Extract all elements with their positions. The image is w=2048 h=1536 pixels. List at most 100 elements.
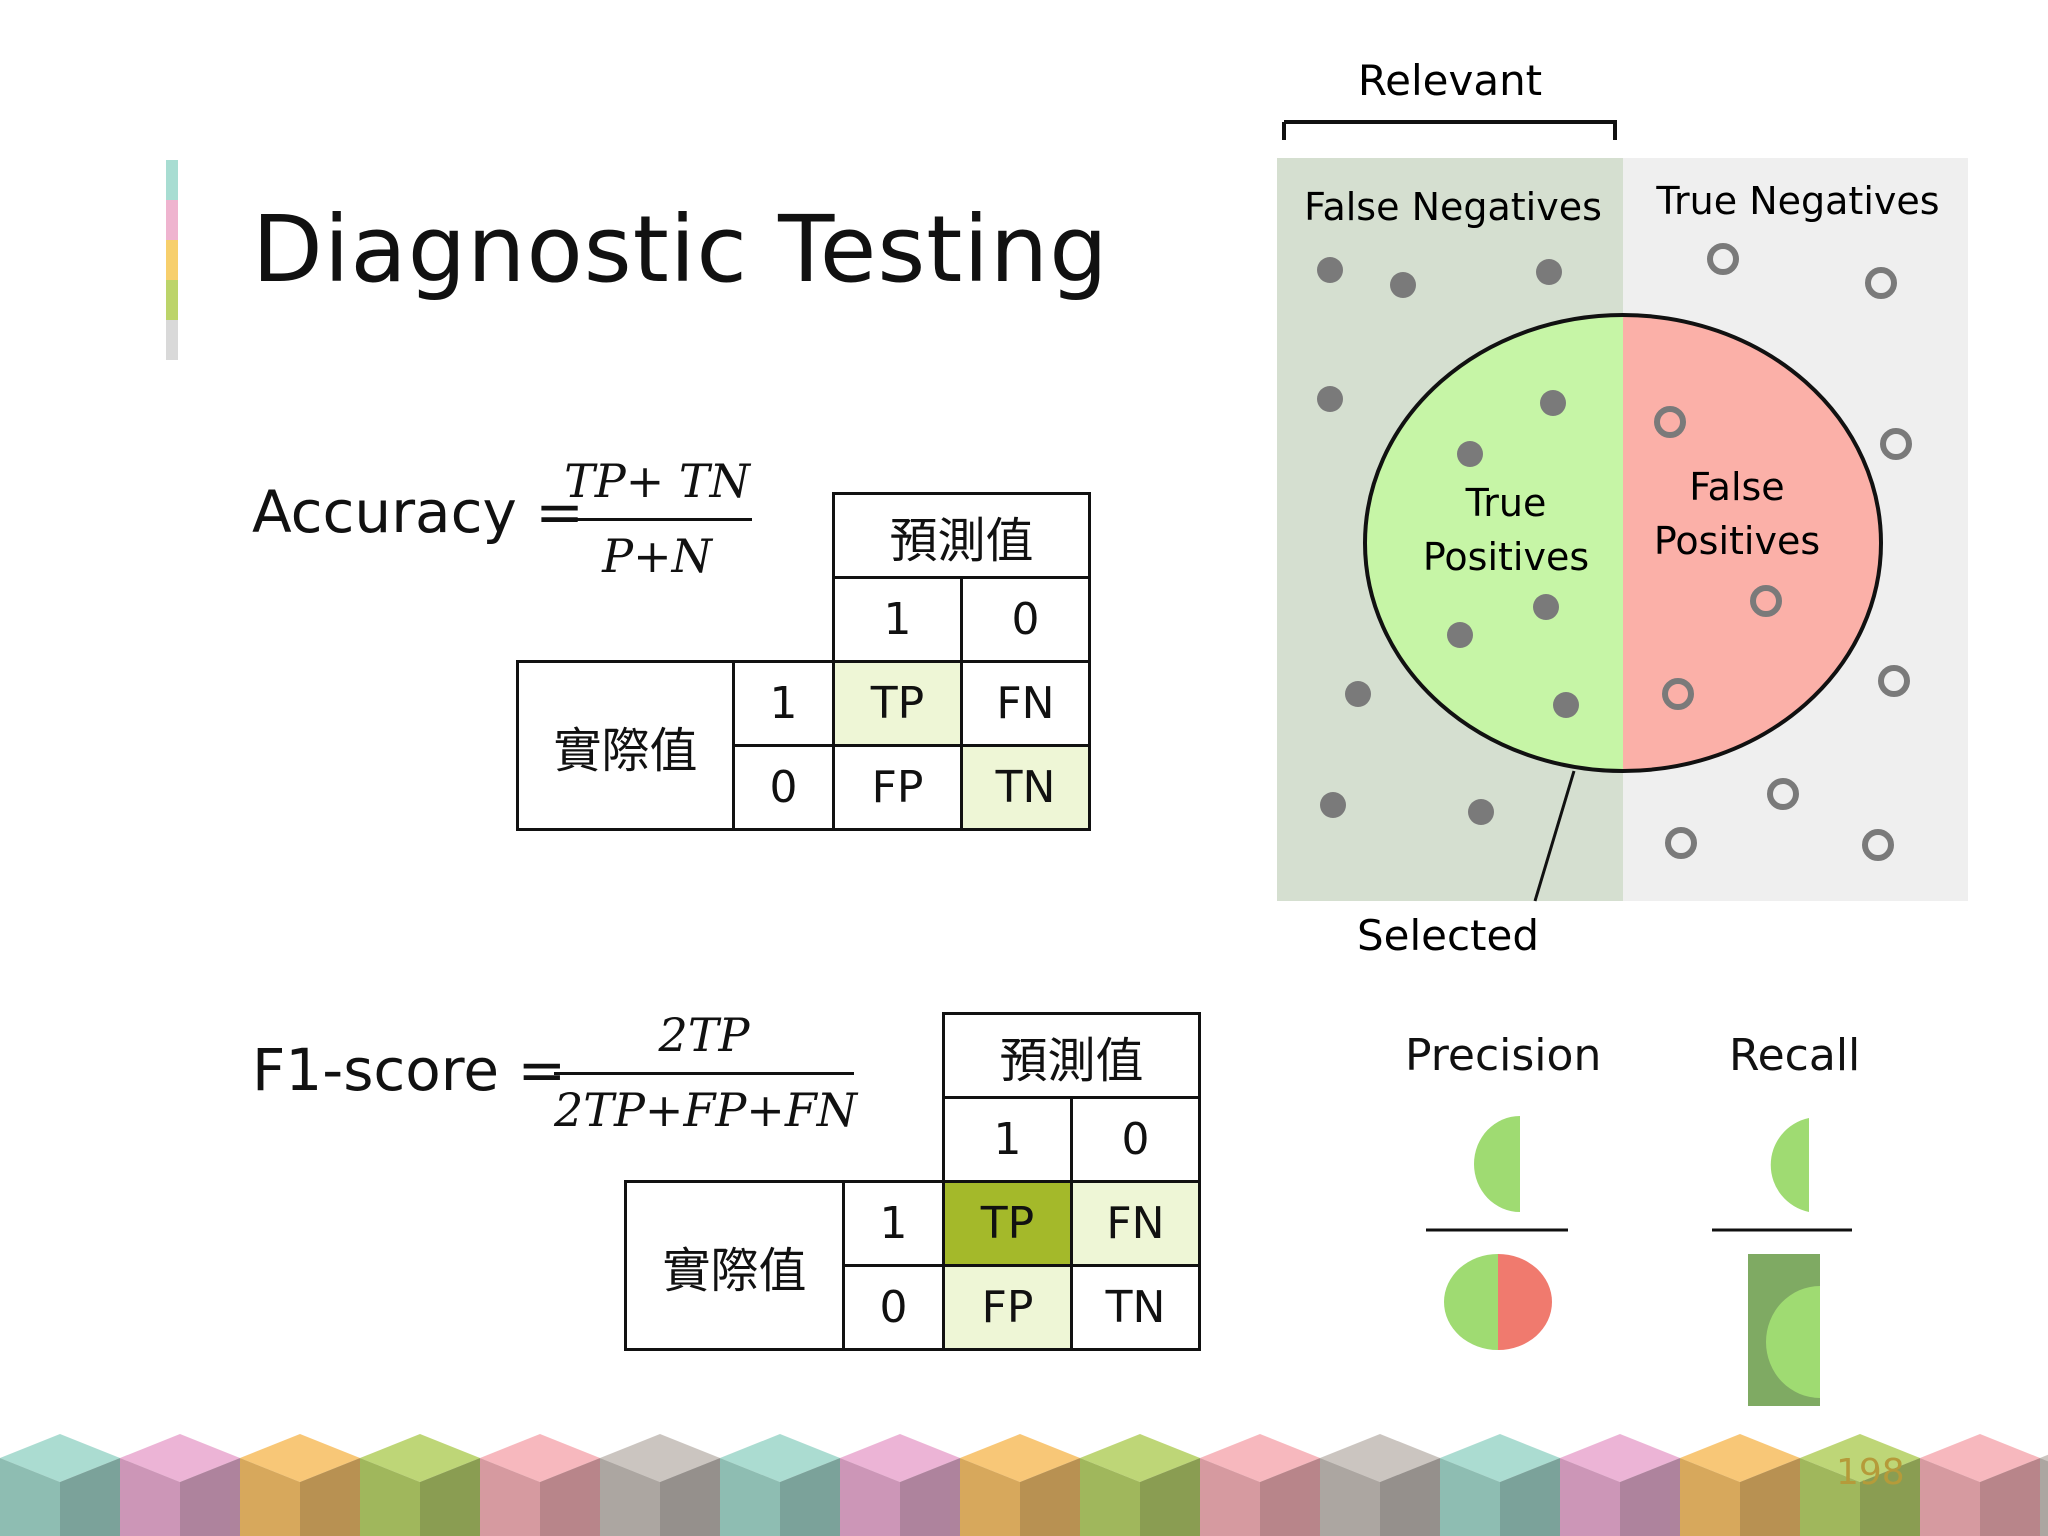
precision-label: Precision (1405, 1030, 1602, 1081)
blank-cell (734, 494, 834, 578)
true-positives-label: True (1465, 481, 1547, 525)
dot (1320, 792, 1346, 818)
half-circle-icon (1770, 1118, 1809, 1212)
fraction-bar (554, 1072, 854, 1075)
ring (1665, 827, 1697, 859)
precision-fraction-icon (1426, 1116, 1568, 1350)
cube-face (900, 1458, 960, 1536)
dot (1317, 257, 1343, 283)
accuracy-numerator: TP+ TN (564, 454, 750, 508)
ring (1862, 829, 1894, 861)
cube-face (1560, 1458, 1620, 1536)
blank-cell (626, 1014, 844, 1098)
blank-cell (518, 494, 734, 578)
fraction-bar (562, 518, 752, 521)
accent-segment (166, 160, 178, 200)
cube-face (1260, 1458, 1320, 1536)
cube-face (1200, 1458, 1260, 1536)
ring (1878, 665, 1910, 697)
blank-cell (626, 1098, 844, 1182)
predicted-col-label: 0 (960, 576, 1091, 663)
precision-recall-diagram: Relevant Selected False Negatives True N… (1270, 40, 2000, 980)
accent-segment (166, 200, 178, 240)
half-circle-icon (1498, 1254, 1552, 1350)
cube-face (0, 1458, 60, 1536)
blank-cell (734, 578, 834, 662)
venn-svg: Relevant Selected False Negatives True N… (1277, 56, 1968, 960)
page-number: 198 (1836, 1452, 1905, 1493)
f1-label: F1-score = (252, 1036, 567, 1104)
predicted-col-label: 1 (942, 1096, 1073, 1183)
cell-fp: FP (942, 1264, 1073, 1351)
false-negatives-label: False Negatives (1304, 185, 1602, 229)
cube-face (360, 1458, 420, 1536)
dot (1390, 272, 1416, 298)
dot (1533, 594, 1559, 620)
cube-face (1620, 1458, 1680, 1536)
cube-face (2040, 1454, 2048, 1462)
actual-header: 實際值 (624, 1180, 845, 1351)
cube-face (240, 1458, 300, 1536)
cell-tn: TN (1070, 1264, 1201, 1351)
dot (1345, 681, 1371, 707)
dot (1553, 692, 1579, 718)
ring (1662, 678, 1694, 710)
true-negatives-label: True Negatives (1655, 179, 1939, 223)
ring (1654, 406, 1686, 438)
relevant-dots (1317, 257, 1579, 825)
predicted-col-label: 1 (832, 576, 963, 663)
actual-row-label: 1 (842, 1180, 945, 1267)
cube-face (780, 1458, 840, 1536)
recall-label: Recall (1729, 1030, 1861, 1081)
cube-face (960, 1458, 1020, 1536)
cube-face (1860, 1458, 1920, 1536)
cube-face (480, 1458, 540, 1536)
cube-face (840, 1458, 900, 1536)
cube-face (300, 1458, 360, 1536)
accuracy-denominator: P+N (602, 529, 712, 583)
cube-face (180, 1458, 240, 1536)
predicted-col-label: 0 (1070, 1096, 1201, 1183)
cube-face (720, 1458, 780, 1536)
cube-face (1740, 1458, 1800, 1536)
f1-denominator: 2TP+FP+FN (554, 1083, 858, 1137)
false-positives-label: False (1689, 465, 1784, 509)
cube-face (660, 1458, 720, 1536)
cube-face (120, 1458, 180, 1536)
dot (1457, 441, 1483, 467)
half-circle-icon (1474, 1116, 1520, 1212)
dot (1317, 386, 1343, 412)
dot (1447, 622, 1473, 648)
cube-face (1500, 1458, 1560, 1536)
accent-segment (166, 280, 178, 320)
accent-segment (166, 240, 178, 280)
slide-title: Diagnostic Testing (252, 196, 1109, 303)
ring (1750, 585, 1782, 617)
accuracy-formula: Accuracy = TP+ TN P+N (252, 450, 772, 590)
dot (1468, 799, 1494, 825)
predicted-header: 預測值 (942, 1012, 1201, 1099)
cube-face (1680, 1458, 1740, 1536)
cell-fp: FP (832, 744, 963, 831)
ring (1767, 778, 1799, 810)
dot (1540, 390, 1566, 416)
accuracy-confusion-matrix: 預測值 1 0 實際值 1 TP FN 0 FP TN (516, 492, 1091, 831)
cube-face (1920, 1458, 1980, 1536)
cell-fn: FN (960, 660, 1091, 747)
blank-cell (518, 578, 734, 662)
accuracy-label: Accuracy = (252, 478, 584, 546)
cube-face (1380, 1458, 1440, 1536)
selected-label: Selected (1357, 911, 1539, 960)
actual-row-label: 1 (732, 660, 835, 747)
cube-face (60, 1458, 120, 1536)
half-circle-icon (1766, 1286, 1820, 1398)
cube-face (1020, 1458, 1080, 1536)
negative-rings (1654, 243, 1912, 861)
cube-face (1800, 1458, 1860, 1536)
f1-formula: F1-score = 2TP 2TP+FP+FN (252, 1004, 892, 1154)
half-circle-icon (1444, 1254, 1498, 1350)
f1-numerator: 2TP (658, 1008, 750, 1062)
ring (1865, 267, 1897, 299)
dot (1536, 259, 1562, 285)
cube-face (2040, 1458, 2048, 1536)
